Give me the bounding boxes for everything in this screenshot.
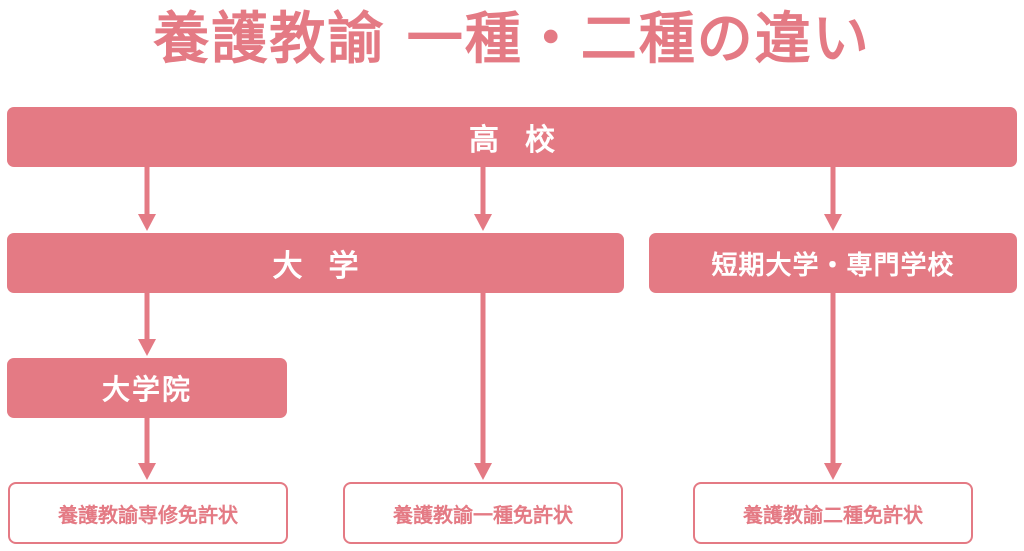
- high-school-label: 高校: [469, 123, 581, 158]
- graduate-school-label: 大学院: [101, 373, 192, 406]
- specialized-license-label: 養護教諭専修免許状: [58, 502, 238, 527]
- arrowhead-high-to-university-left: [138, 214, 156, 231]
- university-label: 大学: [272, 249, 385, 284]
- junior-college-label: 短期大学・専門学校: [711, 250, 955, 281]
- arrowhead-high-to-university-mid: [474, 214, 492, 231]
- arrowhead-university-to-first-class: [474, 463, 492, 480]
- graduate-school-box: 大学院: [7, 358, 287, 418]
- high-school-box: 高校: [7, 107, 1017, 167]
- arrowhead-junior-college-to-second-class: [824, 463, 842, 480]
- junior-college-box: 短期大学・専門学校: [649, 233, 1017, 293]
- arrowhead-graduate-to-specialized: [138, 463, 156, 480]
- first-class-license-label: 養護教諭一種免許状: [393, 502, 573, 527]
- first-class-license-box: 養護教諭一種免許状: [343, 482, 623, 544]
- arrowhead-high-to-junior-college: [824, 214, 842, 231]
- page-title: 養護教諭 一種・二種の違い: [153, 7, 871, 72]
- second-class-license-box: 養護教諭二種免許状: [693, 482, 973, 544]
- second-class-license-label: 養護教諭二種免許状: [743, 502, 923, 527]
- arrowhead-university-to-graduate: [138, 339, 156, 356]
- university-box: 大学: [7, 233, 624, 293]
- specialized-license-box: 養護教諭専修免許状: [8, 482, 288, 544]
